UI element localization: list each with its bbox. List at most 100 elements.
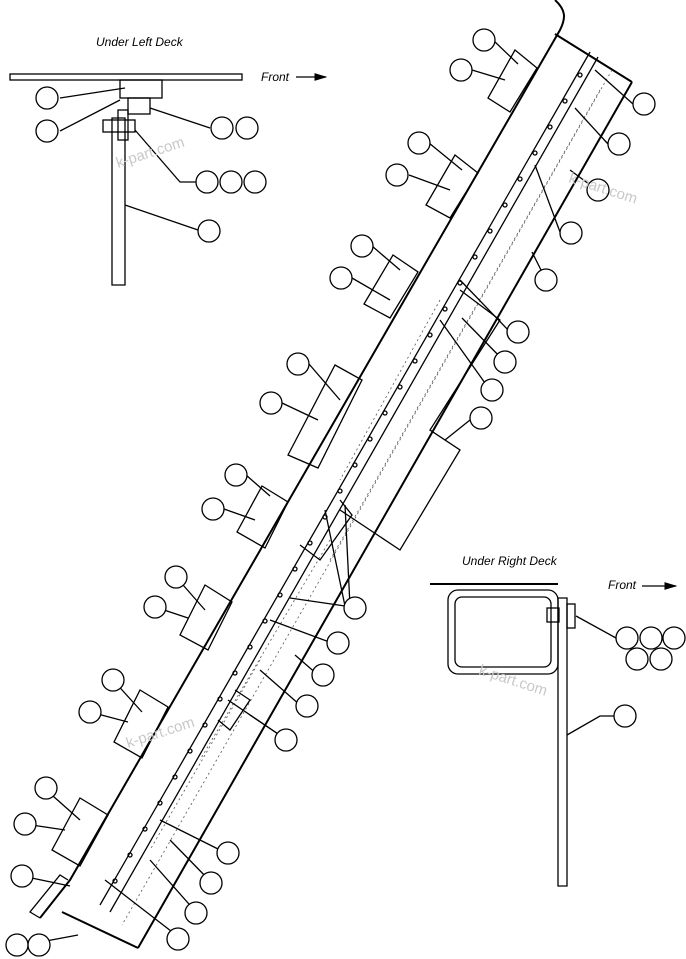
callout-bubble[interactable] [224, 463, 248, 487]
right-tube-outer [447, 589, 559, 675]
right-deck-inset: Under Right Deck Front [430, 554, 686, 887]
main-leaders [21, 39, 634, 945]
callout-bubble[interactable] [274, 728, 298, 752]
callout-bubble[interactable] [199, 871, 223, 895]
callout-bubble[interactable] [350, 234, 374, 258]
skirt-tab [299, 499, 353, 561]
callout-bubble[interactable] [343, 596, 367, 620]
left-angle-bracket [111, 117, 126, 286]
leader [149, 107, 211, 129]
callout-bubble[interactable] [286, 352, 310, 376]
callout-bubble[interactable] [195, 170, 219, 194]
callout-bubble[interactable] [311, 663, 335, 687]
watermarks: k-part.com k-part.com k-part.com k-part.… [114, 134, 639, 752]
callout-bubble[interactable] [534, 268, 558, 292]
hinge-rivets [112, 72, 583, 884]
callout-bubble[interactable] [35, 86, 59, 110]
callout-bubble[interactable] [469, 406, 493, 430]
hidden-line [149, 659, 261, 851]
deck-bottom-edge [61, 911, 139, 949]
deck-right-edge [137, 81, 633, 949]
callout-bubble[interactable] [329, 266, 353, 290]
leader [134, 129, 196, 183]
mount-bracket [287, 364, 363, 469]
callout-bubble[interactable] [407, 131, 431, 155]
left-bracket-block [119, 79, 163, 99]
watermark: k-part.com [567, 170, 640, 208]
mount-bracket [487, 49, 538, 113]
callout-bubble[interactable] [615, 626, 639, 650]
left-nut [127, 97, 151, 115]
callout-bubble[interactable] [586, 178, 610, 202]
callout-bubble[interactable] [10, 864, 34, 888]
callout-bubble[interactable] [184, 901, 208, 925]
mount-bracket [363, 254, 419, 319]
callout-bubble[interactable] [219, 170, 243, 194]
callout-bubble[interactable] [449, 58, 473, 82]
front-arrow-label-left: Front [261, 70, 290, 84]
callout-bubble[interactable] [493, 350, 517, 374]
callout-bubble[interactable] [472, 28, 496, 52]
left-washer [117, 109, 129, 141]
callout-bubble[interactable] [506, 320, 530, 344]
leader [59, 99, 121, 132]
leader [59, 87, 126, 99]
leader [566, 715, 614, 736]
callout-bubble[interactable] [639, 626, 663, 650]
right-nut [546, 607, 560, 623]
mount-bracket [425, 154, 479, 219]
callout-bubble[interactable] [27, 933, 51, 957]
hidden-line [121, 69, 613, 926]
callout-bubble[interactable] [197, 219, 221, 243]
mount-bracket [113, 689, 169, 759]
callout-bubble[interactable] [662, 626, 686, 650]
callout-bubble[interactable] [625, 647, 649, 671]
callout-bubble[interactable] [632, 92, 656, 116]
callout-bubble[interactable] [216, 841, 240, 865]
skirt-tab [217, 689, 251, 731]
mount-bracket [179, 584, 233, 651]
hinge-line-a [99, 51, 591, 906]
callout-bubble[interactable] [243, 170, 267, 194]
callout-bubble[interactable] [13, 812, 37, 836]
callout-bubble[interactable] [613, 704, 637, 728]
leader [575, 615, 617, 639]
callout-bubble[interactable] [34, 776, 58, 800]
right-bolt-head [566, 603, 576, 629]
mount-bracket [51, 797, 109, 867]
callout-bubble[interactable] [559, 221, 583, 245]
callout-bubble[interactable] [649, 647, 673, 671]
hidden-line [329, 89, 601, 561]
left-deck-plate [9, 73, 243, 81]
right-angle-bracket [557, 597, 568, 887]
callout-bubble[interactable] [143, 595, 167, 619]
callout-bubble[interactable] [385, 163, 409, 187]
callout-bubble[interactable] [78, 700, 102, 724]
deck-end-tab [29, 874, 69, 919]
left-deck-inset: Under Left Deck Front [9, 35, 328, 286]
left-bolt [102, 119, 136, 133]
callout-bubble[interactable] [210, 116, 234, 140]
under-right-deck-label: Under Right Deck [462, 554, 558, 568]
hidden-line [339, 299, 441, 481]
callout-bubble[interactable] [101, 668, 125, 692]
callout-bubble[interactable] [607, 132, 631, 156]
callout-bubble[interactable] [326, 631, 350, 655]
callout-bubble[interactable] [259, 391, 283, 415]
callout-bubble[interactable] [164, 565, 188, 589]
right-tube-inner [454, 596, 552, 668]
callout-bubble[interactable] [235, 116, 259, 140]
callout-bubble[interactable] [201, 497, 225, 521]
front-arrow-label-right: Front [608, 578, 637, 592]
under-left-deck-label: Under Left Deck [96, 35, 184, 49]
deck-top-edge [554, 33, 633, 83]
watermark: k-part.com [124, 714, 197, 752]
callout-bubble[interactable] [480, 378, 504, 402]
callout-bubble[interactable] [35, 119, 59, 143]
callout-bubble[interactable] [5, 933, 29, 957]
hinge-line-b [109, 56, 599, 913]
callout-bubble[interactable] [295, 694, 319, 718]
leader [124, 204, 199, 231]
callout-bubble[interactable] [166, 927, 190, 951]
